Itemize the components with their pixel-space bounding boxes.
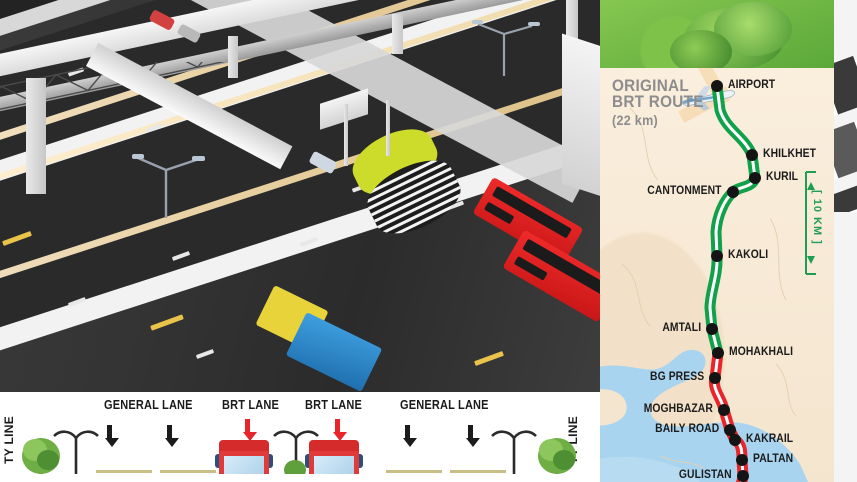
footbridge-pillar [566, 0, 578, 46]
kerb-line [450, 470, 506, 473]
lane-label-general-left: GENERAL LANE [104, 398, 193, 412]
render-right-sliver [834, 0, 857, 482]
stop-label-moghbazar: MOGHBAZAR [643, 403, 713, 415]
stop-label-mohakhali: MOHAKHALI [729, 346, 794, 358]
kerb-line [96, 470, 152, 473]
stop-dot-bg-press[interactable] [709, 372, 721, 384]
direction-arrow-general-3 [403, 425, 417, 447]
stop-label-paltan: PALTAN [753, 453, 794, 465]
street-lamp-icon [472, 20, 540, 76]
direction-arrow-brt-2 [333, 419, 347, 441]
road-cross-section-diagram: TY LINE TY LINE GENERAL LANE BRT LANE BR… [0, 392, 600, 482]
lane-label-brt-right: BRT LANE [305, 398, 363, 412]
lane-label-general-right: GENERAL LANE [400, 398, 489, 412]
map-title-line2: BRT ROUTE [612, 92, 704, 111]
stop-dot-airport[interactable] [711, 80, 723, 92]
stop-dot-gulistan[interactable] [737, 470, 749, 482]
stop-label-airport: AIRPORT [728, 79, 776, 91]
station-mast [386, 100, 390, 156]
scale-bar-label: [ 10 KM ] [811, 190, 823, 245]
station-mast [344, 104, 348, 166]
stop-dot-amtali[interactable] [706, 323, 718, 335]
stop-dot-paltan[interactable] [736, 454, 748, 466]
direction-arrow-brt-1 [243, 419, 257, 441]
footbridge-pillar [392, 14, 403, 54]
direction-arrow-general-2 [165, 425, 179, 447]
stop-dot-mohakhali[interactable] [712, 347, 724, 359]
stop-label-khilkhet: KHILKHET [763, 148, 817, 160]
map-title: ORIGINAL BRT ROUTE (22 km) [612, 76, 704, 128]
stop-label-kuril: KURIL [766, 171, 799, 183]
stop-label-kakoli: KAKOLI [728, 249, 769, 261]
scale-bar: [ 10 KM ] [802, 168, 824, 278]
ground-line [0, 474, 600, 482]
building-right [562, 33, 600, 197]
footbridge-pillar [26, 78, 46, 194]
footbridge-truss [0, 62, 600, 115]
tree-icon [22, 438, 60, 482]
stop-markers-layer: AIRPORT KHILKHET KURIL CANTONMENT KAKOLI AMTA… [600, 68, 834, 482]
property-line-left-label: TY LINE [2, 416, 16, 464]
brt-corridor-3d-render [0, 0, 600, 392]
scale-bar-bracket-icon [805, 171, 816, 275]
kerb-line [160, 470, 216, 473]
stop-dot-moghbazar[interactable] [718, 404, 730, 416]
stop-label-amtali: AMTALI [662, 322, 701, 334]
stop-label-baily-road: BAILY ROAD [654, 423, 719, 435]
lane-label-brt-left: BRT LANE [222, 398, 280, 412]
direction-arrow-general-1 [105, 425, 119, 447]
stop-label-bg-press: BG PRESS [649, 371, 704, 383]
stop-label-cantonment: CANTONMENT [647, 185, 722, 197]
tree-canopy-left [670, 30, 732, 74]
map-route-length: (22 km) [612, 112, 659, 128]
stop-label-kakrail: KAKRAIL [746, 433, 794, 445]
stop-dot-khilkhet[interactable] [746, 149, 758, 161]
direction-arrow-general-4 [466, 425, 480, 447]
stop-dot-kakrail[interactable] [729, 434, 741, 446]
kerb-line [386, 470, 442, 473]
stop-dot-cantonment[interactable] [727, 186, 739, 198]
map-title-line1: ORIGINAL [612, 76, 689, 95]
tree-icon [538, 438, 576, 482]
stop-dot-kakoli[interactable] [711, 250, 723, 262]
street-lamp-icon [132, 154, 205, 218]
stop-dot-baily-road[interactable] [724, 424, 736, 436]
stop-dot-kuril[interactable] [749, 172, 761, 184]
footbridge-pillar [228, 36, 238, 78]
stop-label-gulistan: GULISTAN [679, 469, 732, 481]
original-brt-route-map: ORIGINAL BRT ROUTE (22 km) [ 10 KM ] [600, 68, 834, 482]
river-buriganga [600, 107, 808, 482]
